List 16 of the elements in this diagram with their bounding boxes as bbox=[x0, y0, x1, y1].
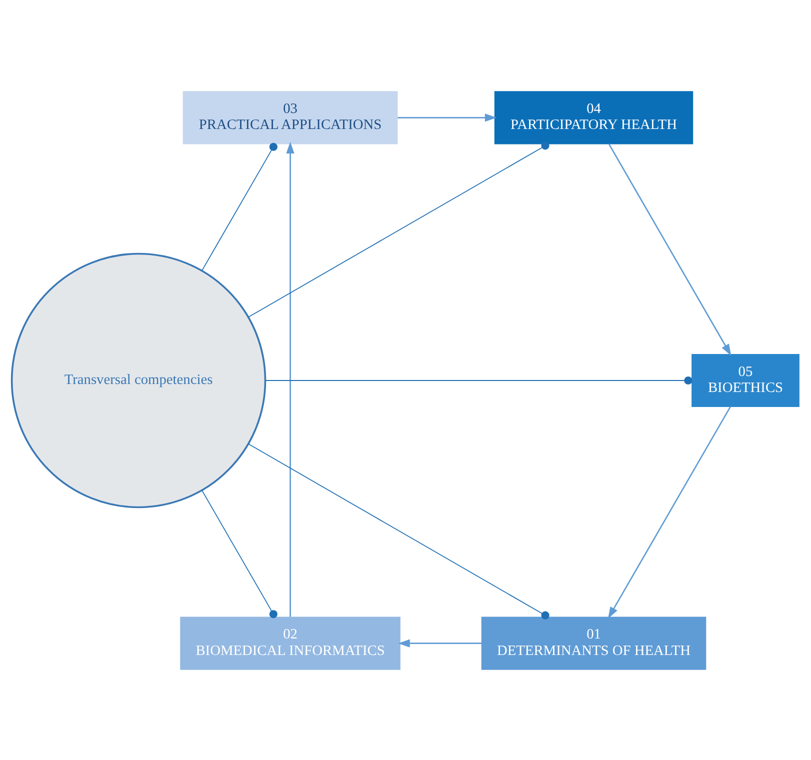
node-circle: Transversal competencies bbox=[10, 252, 266, 508]
arrow bbox=[398, 638, 482, 647]
node-box: 05 BIOETHICS bbox=[692, 353, 800, 407]
connector bbox=[202, 490, 278, 618]
connector bbox=[248, 141, 550, 318]
node-box: 04 PARTICIPATORY HEALTH bbox=[494, 90, 694, 144]
node-box: 02 BIOMEDICAL INFORMATICS bbox=[180, 616, 400, 670]
node-box: 01 DETERMINANTS OF HEALTH bbox=[481, 616, 706, 670]
node-box: 03 PRACTICAL APPLICATIONS bbox=[182, 90, 398, 144]
arrow bbox=[608, 406, 731, 618]
arrow bbox=[398, 113, 497, 122]
connector bbox=[248, 442, 550, 619]
connector bbox=[264, 376, 692, 384]
arrow bbox=[286, 141, 294, 616]
connector bbox=[202, 142, 278, 271]
arrow bbox=[608, 143, 732, 356]
